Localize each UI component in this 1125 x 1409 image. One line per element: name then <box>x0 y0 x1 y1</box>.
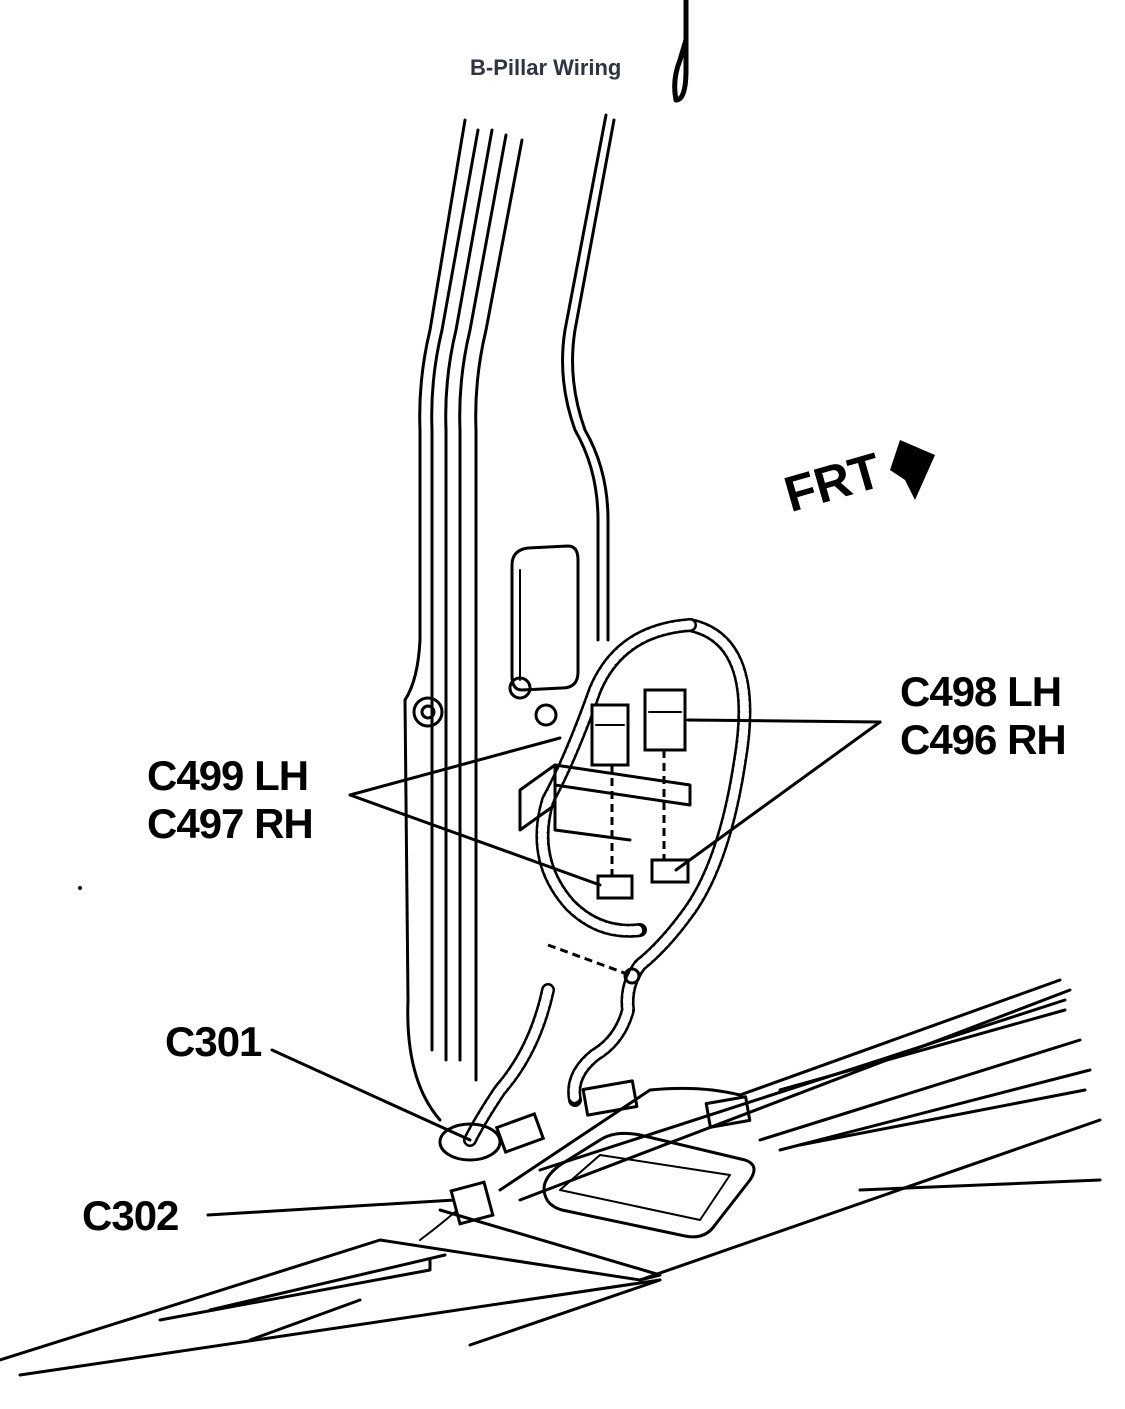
floor-opening <box>542 1131 756 1239</box>
label-c499: C499 LH <box>147 752 309 799</box>
label-c301: C301 <box>165 1018 262 1065</box>
pillar-lines <box>403 113 616 1122</box>
connector-c301 <box>438 1112 546 1162</box>
label-c499-c497: C499 LH C497 RH <box>147 752 314 848</box>
hook-icon <box>672 0 689 103</box>
connector-c302 <box>419 1180 495 1241</box>
label-c302: C302 <box>82 1192 179 1239</box>
connector-bracket <box>518 763 692 842</box>
floor-panel <box>0 978 1102 1377</box>
diagram-title: B-Pillar Wiring <box>470 55 622 80</box>
connector-lower-lh <box>596 874 634 900</box>
leader-lines <box>206 718 882 1217</box>
bolt-icon <box>412 676 558 728</box>
label-c496: C496 RH <box>900 716 1067 763</box>
screw-icon <box>547 943 631 977</box>
label-c498-c496: C498 LH C496 RH <box>900 668 1067 764</box>
label-c498: C498 LH <box>900 668 1062 715</box>
access-opening <box>510 544 580 692</box>
label-c497: C497 RH <box>147 800 314 847</box>
connector-lower-rh <box>650 858 690 884</box>
connector-c499 <box>590 703 630 767</box>
arrow-front-icon <box>890 440 935 500</box>
connector-c498 <box>643 688 687 752</box>
